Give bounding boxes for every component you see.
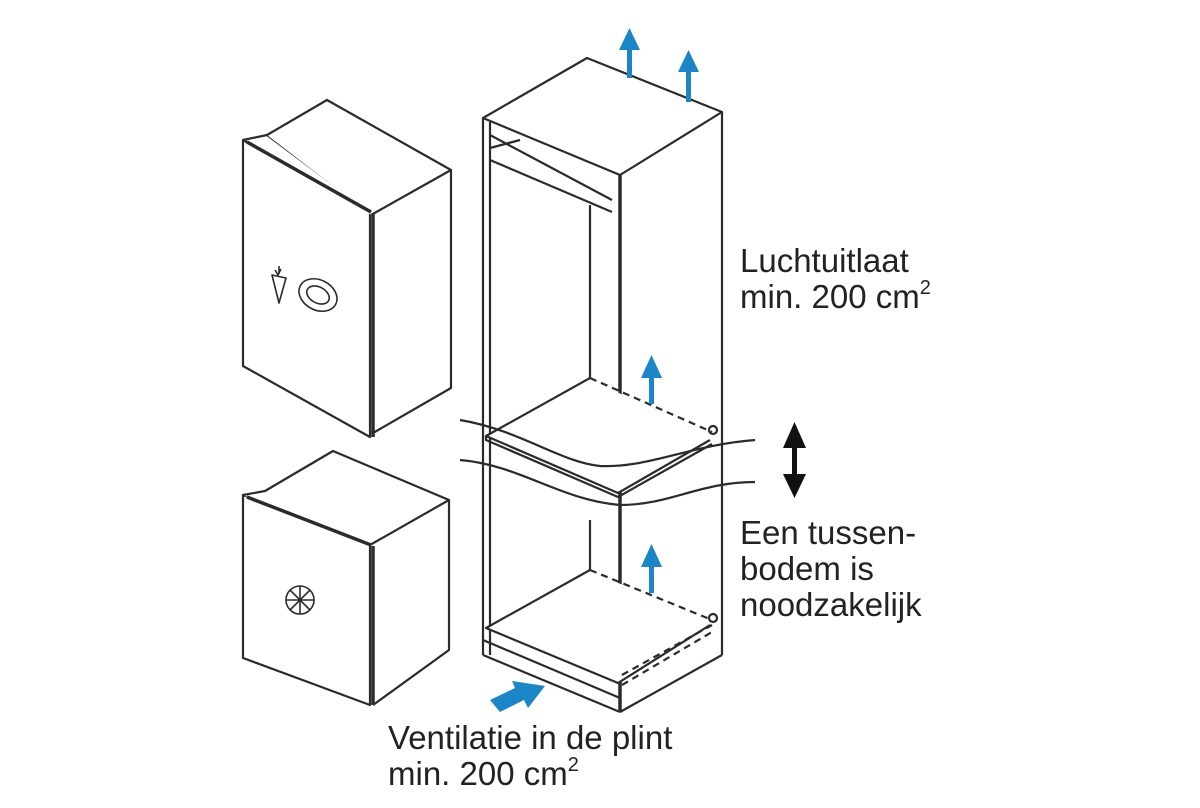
plinth-ventilation-size: min. 200 cm2 bbox=[388, 754, 579, 792]
freezer-door-panel bbox=[241, 449, 451, 707]
air-outlet-size: min. 200 cm2 bbox=[740, 277, 931, 315]
fridge-door-panel bbox=[241, 98, 453, 439]
shelf-air-arrow-icon bbox=[641, 544, 662, 593]
airflow-arrows bbox=[490, 28, 699, 712]
air-outlet-arrow-icon bbox=[619, 28, 640, 78]
intermediate-shelf bbox=[459, 376, 756, 507]
plinth-ventilation-label: Ventilatie in de plint min. 200 cm2 bbox=[388, 720, 672, 792]
plinth-ventilation-title: Ventilatie in de plint bbox=[388, 719, 673, 756]
vegetables-icon bbox=[271, 266, 338, 313]
air-outlet-label: Luchtuitlaat min. 200 cm2 bbox=[740, 243, 931, 315]
shelf-air-arrow-icon bbox=[641, 355, 662, 404]
plinth-inlet-arrow-icon bbox=[490, 681, 545, 712]
shelf-note-line2: bodem is bbox=[740, 550, 874, 587]
shelf-note-label: Een tussen- bodem is noodzakelijk bbox=[740, 515, 922, 623]
height-adjust-arrow-icon bbox=[783, 422, 806, 498]
air-outlet-title: Luchtuitlaat bbox=[740, 242, 909, 279]
cabinet-housing bbox=[481, 56, 724, 714]
air-outlet-arrow-icon bbox=[678, 50, 699, 102]
snowflake-icon bbox=[285, 585, 315, 615]
shelf-note-line1: Een tussen- bbox=[740, 514, 917, 551]
shelf-note-line3: noodzakelijk bbox=[740, 586, 922, 623]
bottom-shelf bbox=[484, 520, 719, 686]
